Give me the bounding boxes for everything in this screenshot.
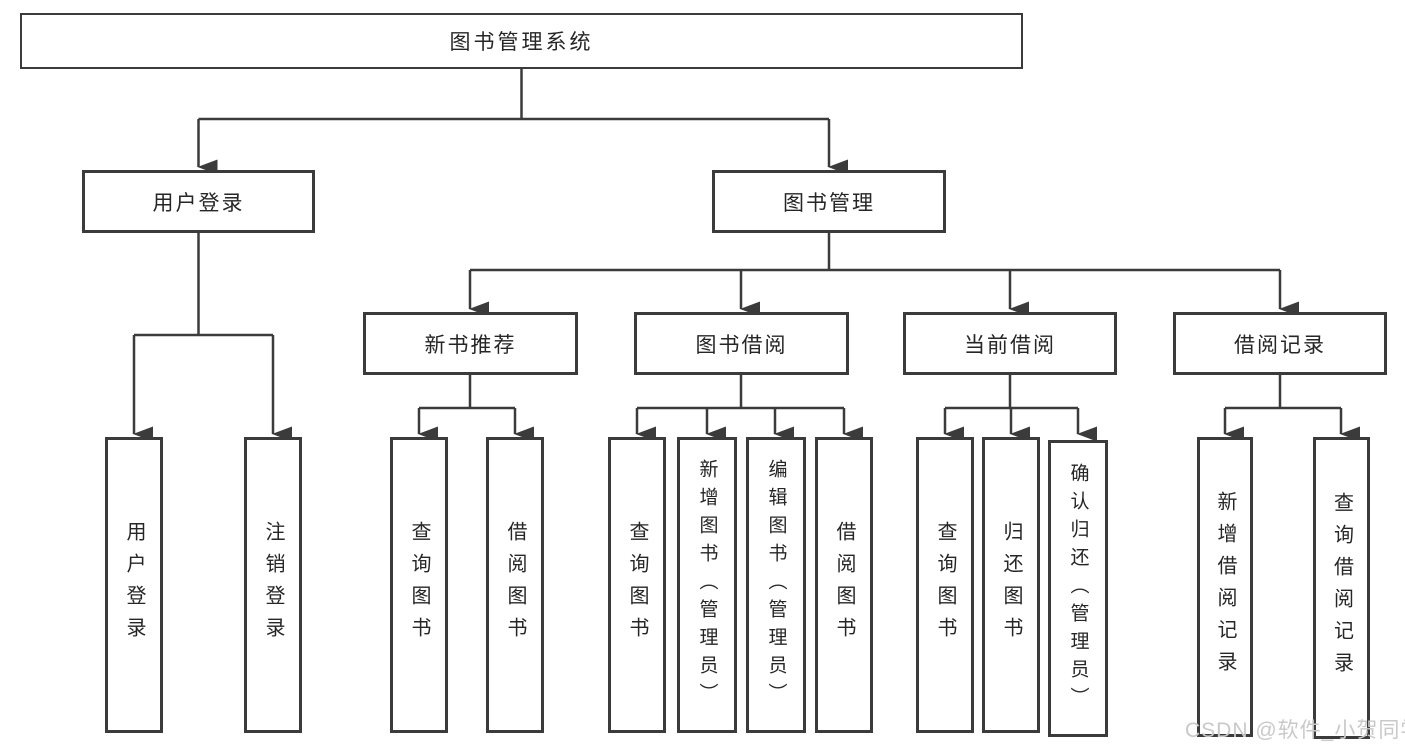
- node-label: 新增借阅记录: [1214, 491, 1236, 683]
- node-label: 借阅图书: [833, 521, 855, 649]
- node-leaf-user-login: 用户登录: [105, 437, 163, 733]
- node-label: 查询借阅记录: [1330, 492, 1353, 684]
- node-book-management-branch: 图书管理: [712, 170, 946, 233]
- node-leaf-query-book: 查询图书: [390, 437, 448, 733]
- node-label: 用户登录: [123, 521, 145, 649]
- node-leaf-borrow-book: 借阅图书: [815, 437, 873, 733]
- node-leaf-add-borrow-record: 新增借阅记录: [1197, 437, 1253, 737]
- node-user-login-branch: 用户登录: [82, 170, 315, 233]
- node-leaf-edit-book-admin: 编辑图书（管理员）: [746, 437, 806, 733]
- node-new-book-recommend: 新书推荐: [363, 312, 578, 375]
- node-label: 图书借阅: [695, 333, 788, 357]
- node-leaf-logout: 注销登录: [244, 437, 302, 733]
- node-label: 注销登录: [262, 521, 284, 649]
- node-book-borrow: 图书借阅: [634, 312, 849, 375]
- node-leaf-query-book: 查询图书: [608, 437, 666, 733]
- node-label: 当前借阅: [964, 333, 1056, 357]
- node-label: 图书管理系统: [449, 31, 594, 54]
- node-leaf-return-book: 归还图书: [982, 437, 1040, 733]
- connector-segments: [132, 69, 1360, 442]
- node-label: 图书管理: [783, 191, 875, 215]
- node-leaf-confirm-return-admin: 确认归还（管理员）: [1048, 440, 1108, 737]
- node-label: 借阅图书: [504, 521, 526, 649]
- node-label: 查询图书: [408, 521, 430, 649]
- node-current-borrow: 当前借阅: [903, 312, 1117, 375]
- node-leaf-query-borrow-record: 查询借阅记录: [1313, 437, 1370, 739]
- node-root-library-system: 图书管理系统: [20, 13, 1023, 69]
- node-label: 归还图书: [1000, 521, 1022, 649]
- node-leaf-borrow-book: 借阅图书: [486, 437, 544, 733]
- node-borrow-record: 借阅记录: [1173, 312, 1387, 375]
- csdn-watermark: CSDN @软件_小贺同学: [1185, 719, 1405, 742]
- node-label: 新书推荐: [424, 333, 517, 357]
- node-label: 确认归还（管理员）: [1067, 462, 1089, 715]
- node-label: 新增图书（管理员）: [696, 459, 718, 711]
- node-label: 查询图书: [626, 521, 648, 649]
- node-label: 用户登录: [152, 191, 245, 215]
- node-label: 编辑图书（管理员）: [765, 459, 787, 711]
- node-leaf-query-book: 查询图书: [916, 437, 974, 733]
- node-label: 借阅记录: [1234, 333, 1326, 357]
- node-label: 查询图书: [934, 521, 956, 649]
- node-leaf-add-book-admin: 新增图书（管理员）: [677, 437, 737, 733]
